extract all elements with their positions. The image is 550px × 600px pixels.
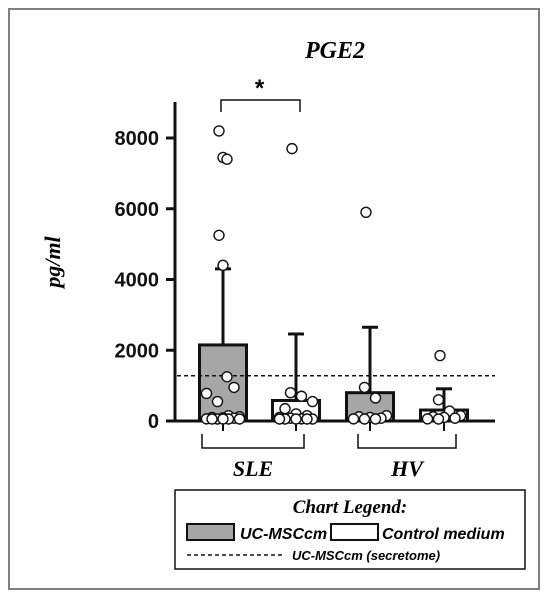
legend: Chart Legend: UC-MSCcm Control mediumUC-MS…	[174, 489, 526, 570]
group-label-sle: SLE	[233, 456, 273, 481]
data-point	[358, 381, 371, 394]
data-point	[421, 413, 434, 425]
data-point	[221, 153, 233, 165]
figure-frame	[8, 8, 540, 590]
data-point	[369, 392, 382, 404]
axes: 0 2000 4000 6000 8000	[115, 102, 495, 433]
y-tick-label: 6000	[115, 199, 160, 221]
data-point	[369, 413, 382, 425]
chart-title: PGE2	[304, 38, 365, 64]
legend-label-control: Control medium	[382, 526, 505, 543]
data-point	[211, 395, 224, 408]
data-point	[217, 413, 229, 425]
data-point	[347, 413, 360, 425]
data-point	[213, 125, 225, 137]
data-point	[217, 259, 229, 272]
data-point	[228, 381, 240, 394]
data-point	[200, 387, 213, 400]
data-point	[434, 349, 446, 362]
legend-label-ucmsccm: UC-MSCcm	[240, 526, 327, 543]
group-label-hv: HV	[390, 456, 425, 481]
legend-swatch-control	[330, 523, 379, 541]
bar-sle-0	[198, 343, 248, 423]
data-point	[449, 412, 461, 424]
y-tick-label: 4000	[115, 270, 160, 292]
data-point	[358, 413, 371, 425]
y-axis-label: pg/ml	[40, 235, 65, 289]
data-point	[306, 395, 319, 408]
legend-title: Chart Legend:	[293, 497, 408, 518]
significance-star: *	[255, 75, 265, 102]
group-bracket	[201, 434, 305, 449]
data-point	[295, 390, 308, 402]
data-point	[213, 229, 225, 241]
points	[200, 125, 467, 425]
data-point	[286, 142, 298, 155]
data-point	[233, 413, 246, 425]
y-tick-label: 8000	[115, 128, 160, 150]
data-point	[301, 413, 313, 425]
data-point	[221, 371, 233, 383]
data-point	[279, 402, 291, 415]
data-point	[290, 413, 302, 425]
group-bracket	[357, 434, 457, 449]
significance-bracket	[220, 99, 301, 112]
data-point	[284, 387, 297, 399]
y-tick-label: 2000	[115, 340, 160, 362]
y-tick-label: 0	[148, 411, 159, 433]
data-point	[432, 413, 445, 425]
data-point	[432, 394, 445, 406]
legend-label-reference: UC-MSCcm (secretome)	[292, 548, 440, 563]
data-point	[206, 413, 218, 425]
data-point	[273, 413, 286, 425]
annotations: * SLE HV	[201, 75, 457, 481]
legend-swatch-ucmsccm	[186, 523, 235, 541]
data-point	[360, 206, 372, 218]
